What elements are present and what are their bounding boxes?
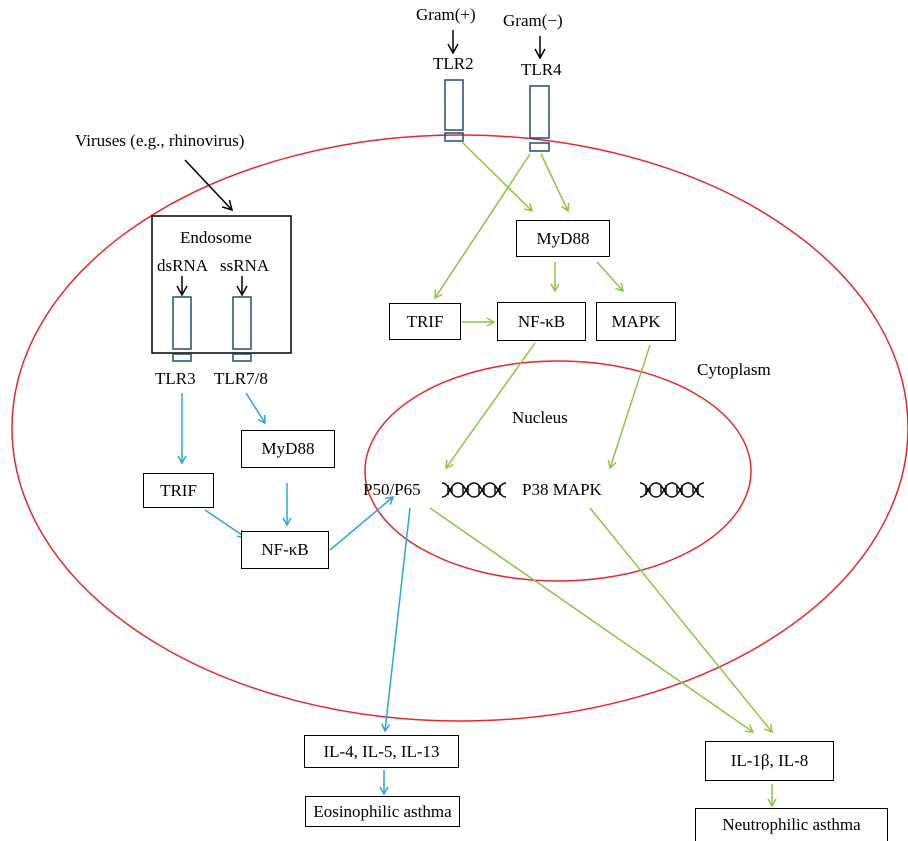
dna-icon [441,482,507,498]
tlr2-receptor [444,79,464,142]
tlr4-receptor [529,85,550,152]
arrow-tlr2-myd88 [461,141,534,213]
tlr4-label: TLR4 [521,60,562,79]
arrow-tlr78-myd88 [245,392,266,425]
endosome-box [151,215,292,354]
dsrna-label: dsRNA [157,256,209,275]
tlr2-label: TLR2 [433,54,474,73]
nucleus-label: Nucleus [512,408,568,427]
eosinophilic-asthma-node: Eosinophilic asthma [305,796,460,827]
arrow-trif-nfkb-left [204,509,247,538]
arrow-myd88-mapk [596,261,625,293]
tlr78-label: TLR7/8 [214,369,268,388]
arrow-p50p65-il1b [429,507,755,733]
gram-negative-label: Gram(−) [503,11,563,30]
arrow-tlr4-myd88 [540,153,570,213]
arrow-tlr4-trif [434,153,531,300]
tlr3-receptor [172,296,192,362]
nfkb-node-top: NF-κB [497,302,586,341]
arrow-p50p65-il-th2 [381,507,411,733]
mapk-node-top: MAPK [596,302,676,341]
arrow-viruses-endosome [184,159,234,212]
tlr78-receptor [232,296,252,362]
arrow-nfkb-p50p65-left [329,496,395,551]
arrow-nfkb-p50p65 [445,342,536,470]
tlr3-label: TLR3 [155,369,196,388]
p50p65-label: P50/P65 [363,480,421,499]
il-neut-node: IL-1β, IL-8 [705,741,834,781]
gram-positive-label: Gram(+) [416,5,476,24]
endosome-title: Endosome [180,228,252,247]
trif-node-left: TRIF [143,473,214,508]
viruses-label: Viruses (e.g., rhinovirus) [75,131,245,150]
myd88-node-left: MyD88 [241,430,335,468]
arrow-mapk-p38 [607,344,651,470]
p38mapk-label: P38 MAPK [522,480,602,499]
nucleus-membrane [364,360,752,582]
arrow-p38-il1b [589,507,773,734]
dna-icon [639,482,705,498]
il-th2-node: IL-4, IL-5, IL-13 [304,735,459,768]
ssrna-label: ssRNA [220,256,270,275]
myd88-node-top: MyD88 [516,220,610,257]
cytoplasm-label: Cytoplasm [697,360,771,379]
cell-membrane [11,134,908,722]
neutrophilic-asthma-node: Neutrophilic asthma [695,808,888,841]
nfkb-node-left: NF-κB [241,531,329,569]
trif-node-top: TRIF [389,303,461,340]
